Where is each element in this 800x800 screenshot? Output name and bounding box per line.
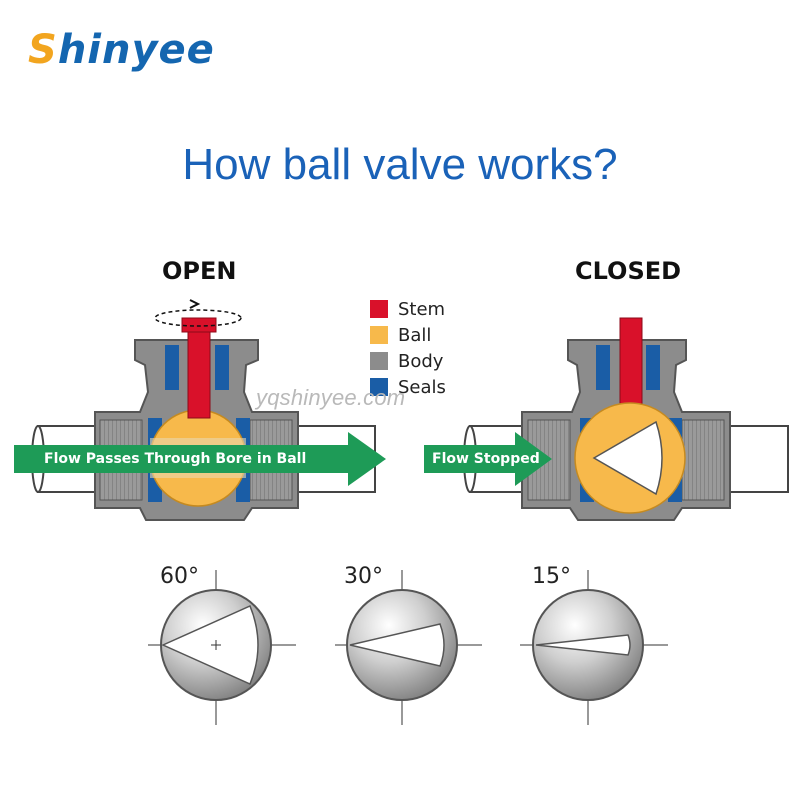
logo-rest: hinyee	[57, 27, 215, 73]
closed-flow-label: Flow Stopped	[432, 451, 540, 467]
angle-label-15: 15°	[532, 564, 571, 589]
closed-stem	[619, 317, 643, 411]
legend-swatch-ball	[370, 326, 388, 344]
legend: Stem Ball Body Seals	[370, 296, 446, 400]
closed-valve	[463, 317, 789, 521]
legend-item-ball: Ball	[370, 322, 446, 348]
logo-text: Shinyee	[28, 27, 215, 73]
angle-label-30: 30°	[344, 564, 383, 589]
angle-label-60: 60°	[160, 564, 199, 589]
legend-label-body: Body	[398, 350, 444, 372]
brand-logo: Shinyee	[28, 26, 215, 74]
sphere-30	[335, 570, 482, 725]
legend-item-stem: Stem	[370, 296, 446, 322]
legend-item-seals: Seals	[370, 374, 446, 400]
legend-label-stem: Stem	[398, 298, 446, 320]
legend-swatch-seals	[370, 378, 388, 396]
closed-flow-arrow	[424, 432, 552, 486]
legend-label-ball: Ball	[398, 324, 432, 346]
page-title: How ball valve works?	[182, 140, 618, 189]
sphere-15	[520, 570, 668, 725]
legend-swatch-body	[370, 352, 388, 370]
logo-initial: S	[28, 27, 58, 73]
closed-label: CLOSED	[575, 257, 682, 285]
open-stem	[187, 317, 211, 419]
legend-swatch-stem	[370, 300, 388, 318]
closed-bore	[592, 420, 663, 496]
watermark: yqshinyee.com	[256, 385, 406, 410]
open-flow-label: Flow Passes Through Bore in Ball	[44, 451, 307, 467]
open-label: OPEN	[162, 257, 237, 285]
sphere-60	[148, 570, 296, 725]
open-flow-arrow	[14, 432, 386, 486]
legend-label-seals: Seals	[398, 376, 446, 398]
legend-item-body: Body	[370, 348, 446, 374]
